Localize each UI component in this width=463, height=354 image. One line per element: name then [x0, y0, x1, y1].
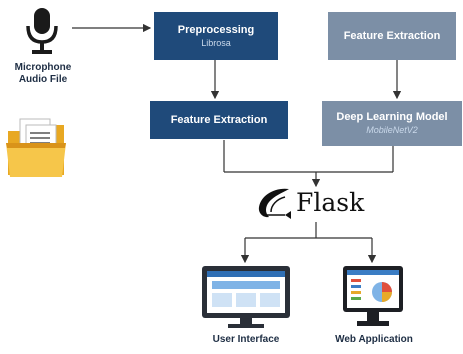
deep-learning-model-title: Deep Learning Model	[336, 111, 448, 123]
user-interface-label: User Interface	[212, 334, 280, 345]
user-interface-monitor-icon	[202, 266, 290, 328]
microphone-audio-file-label: Microphone Audio File	[14, 62, 72, 85]
microphone-icon	[26, 8, 58, 54]
feature-extraction-left-box: Feature Extraction	[150, 101, 288, 139]
preprocessing-subtitle: Librosa	[201, 37, 231, 48]
preprocessing-title: Preprocessing	[177, 23, 255, 36]
web-application-monitor-icon	[343, 266, 403, 326]
flask-logo-icon	[258, 188, 291, 219]
deep-learning-model-subtitle: MobileNetV2	[366, 125, 418, 135]
flask-label: Flask	[296, 188, 365, 217]
feature-extraction-right-title: Feature Extraction	[343, 29, 441, 42]
folder-icon	[6, 118, 66, 177]
deep-learning-model-box: Deep Learning Model MobileNetV2	[322, 101, 462, 146]
feature-extraction-right-box: Feature Extraction	[328, 12, 456, 60]
feature-extraction-left-title: Feature Extraction	[170, 113, 268, 126]
preprocessing-box: Preprocessing Librosa	[154, 12, 278, 60]
web-application-label: Web Application	[335, 334, 413, 345]
